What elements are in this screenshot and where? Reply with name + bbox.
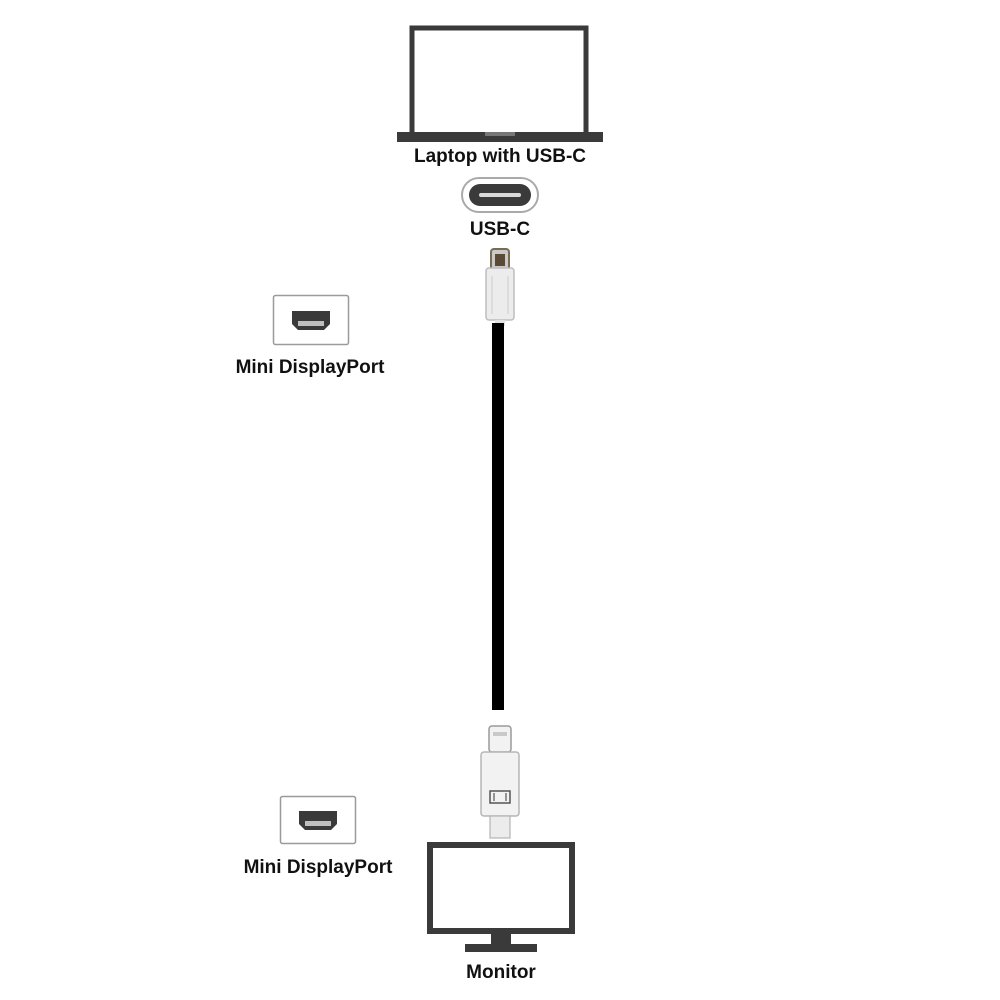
mini-displayport-port-icon-bottom — [279, 795, 357, 845]
monitor-icon — [427, 842, 575, 952]
laptop-label: Laptop with USB-C — [413, 146, 587, 167]
mini-displayport-label-top: Mini DisplayPort — [235, 357, 385, 378]
mini-displayport-port-icon-top — [272, 294, 350, 346]
usb-c-label: USB-C — [469, 219, 531, 240]
laptop-icon — [397, 25, 603, 142]
usb-c-plug-icon — [485, 248, 515, 326]
usb-c-port-icon — [461, 177, 539, 213]
cable — [492, 323, 504, 710]
mini-displayport-plug-icon — [480, 725, 520, 839]
monitor-label: Monitor — [466, 962, 536, 983]
mini-displayport-label-bottom: Mini DisplayPort — [243, 857, 393, 878]
